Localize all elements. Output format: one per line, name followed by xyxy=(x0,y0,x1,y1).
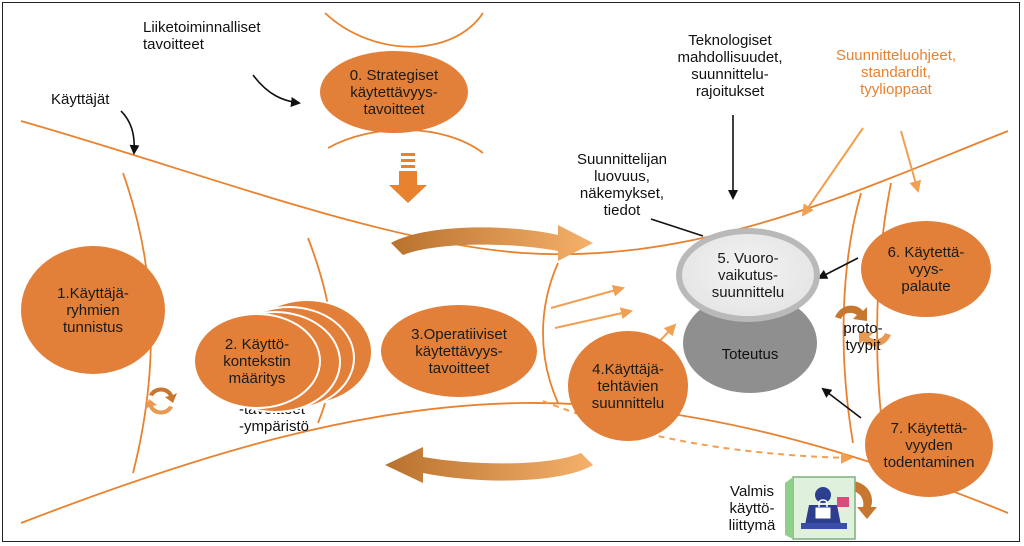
cycle-arrows-icon xyxy=(851,481,877,519)
hourglass-top-curve xyxy=(324,12,484,48)
node-5-top-disc xyxy=(676,228,820,322)
hourglass-top-curve-2 xyxy=(327,128,484,154)
label-kayttajat: Käyttäjät xyxy=(51,91,110,108)
label-liiketoiminnalliset: Liiketoiminnalliset tavoitteet xyxy=(143,19,261,53)
arrow-guidelines-to-5 xyxy=(801,127,864,217)
arrow-3-to-5-a xyxy=(550,284,625,309)
node-6-kaytettavyyspalaute: 6. Käytettä- vyys- palaute xyxy=(861,221,991,317)
node-2-kayttokonteksti: 2. Käyttö- kontekstin määritys xyxy=(193,313,321,409)
node-5-base-label: Toteutus xyxy=(721,345,779,363)
diagram-canvas xyxy=(20,12,1009,540)
pointer-arrows xyxy=(120,74,862,419)
node-4-kayttajatehtavat: 4.Käyttäjä- tehtävien suunnittelu xyxy=(568,331,688,441)
swirl-bottom xyxy=(385,447,593,483)
arrow-guidelines-to-6 xyxy=(900,130,922,193)
arrow-todentaminen xyxy=(821,387,862,419)
arrow-kayttajat xyxy=(120,110,140,155)
label-valmis: Valmis käyttö- liittymä xyxy=(728,483,776,534)
label-teknologiset: Teknologiset mahdollisuudet, suunnittelu… xyxy=(677,32,783,100)
node-3-operatiiviset: 3.Operatiiviset käytettävyys- tavoitteet xyxy=(381,305,537,397)
top-sweep-curve xyxy=(20,120,1009,256)
mid-inner-curve xyxy=(542,262,559,404)
node-7-kaytettavyydentodentaminen: 7. Käytettä- vyyden todentaminen xyxy=(865,393,993,497)
arrow-suunnittelijan xyxy=(650,218,704,237)
swirl-top xyxy=(391,225,593,261)
cycle-arrows-icon xyxy=(835,305,891,347)
label-prototyypit: proto- tyypit xyxy=(843,320,883,354)
label-suunnitteluohjeet: Suunnitteluohjeet, standardit, tyylioppa… xyxy=(835,47,957,98)
node-0-strategiset: 0. Strategiset käytettävyys- tavoitteet xyxy=(320,51,468,133)
arrow-liiketoiminnalliset xyxy=(252,74,301,107)
node-5-vuorovaikutus: 5. Vuoro- vaikutus- suunnittelu xyxy=(711,249,785,301)
bottom-sweep-curve xyxy=(20,402,1009,524)
computer-user-icon xyxy=(785,476,856,540)
cycle-arrows-icon xyxy=(145,387,177,415)
arrow-palaute xyxy=(817,257,859,279)
label-suunnittelijan: Suunnittelijan luovuus, näkemykset, tied… xyxy=(576,151,668,219)
arrow-3-to-5-b xyxy=(554,307,633,329)
down-arrow-0-to-3 xyxy=(389,153,427,203)
node-1-kayttajaryhmat: 1.Käyttäjä- ryhmien tunnistus xyxy=(21,246,165,374)
